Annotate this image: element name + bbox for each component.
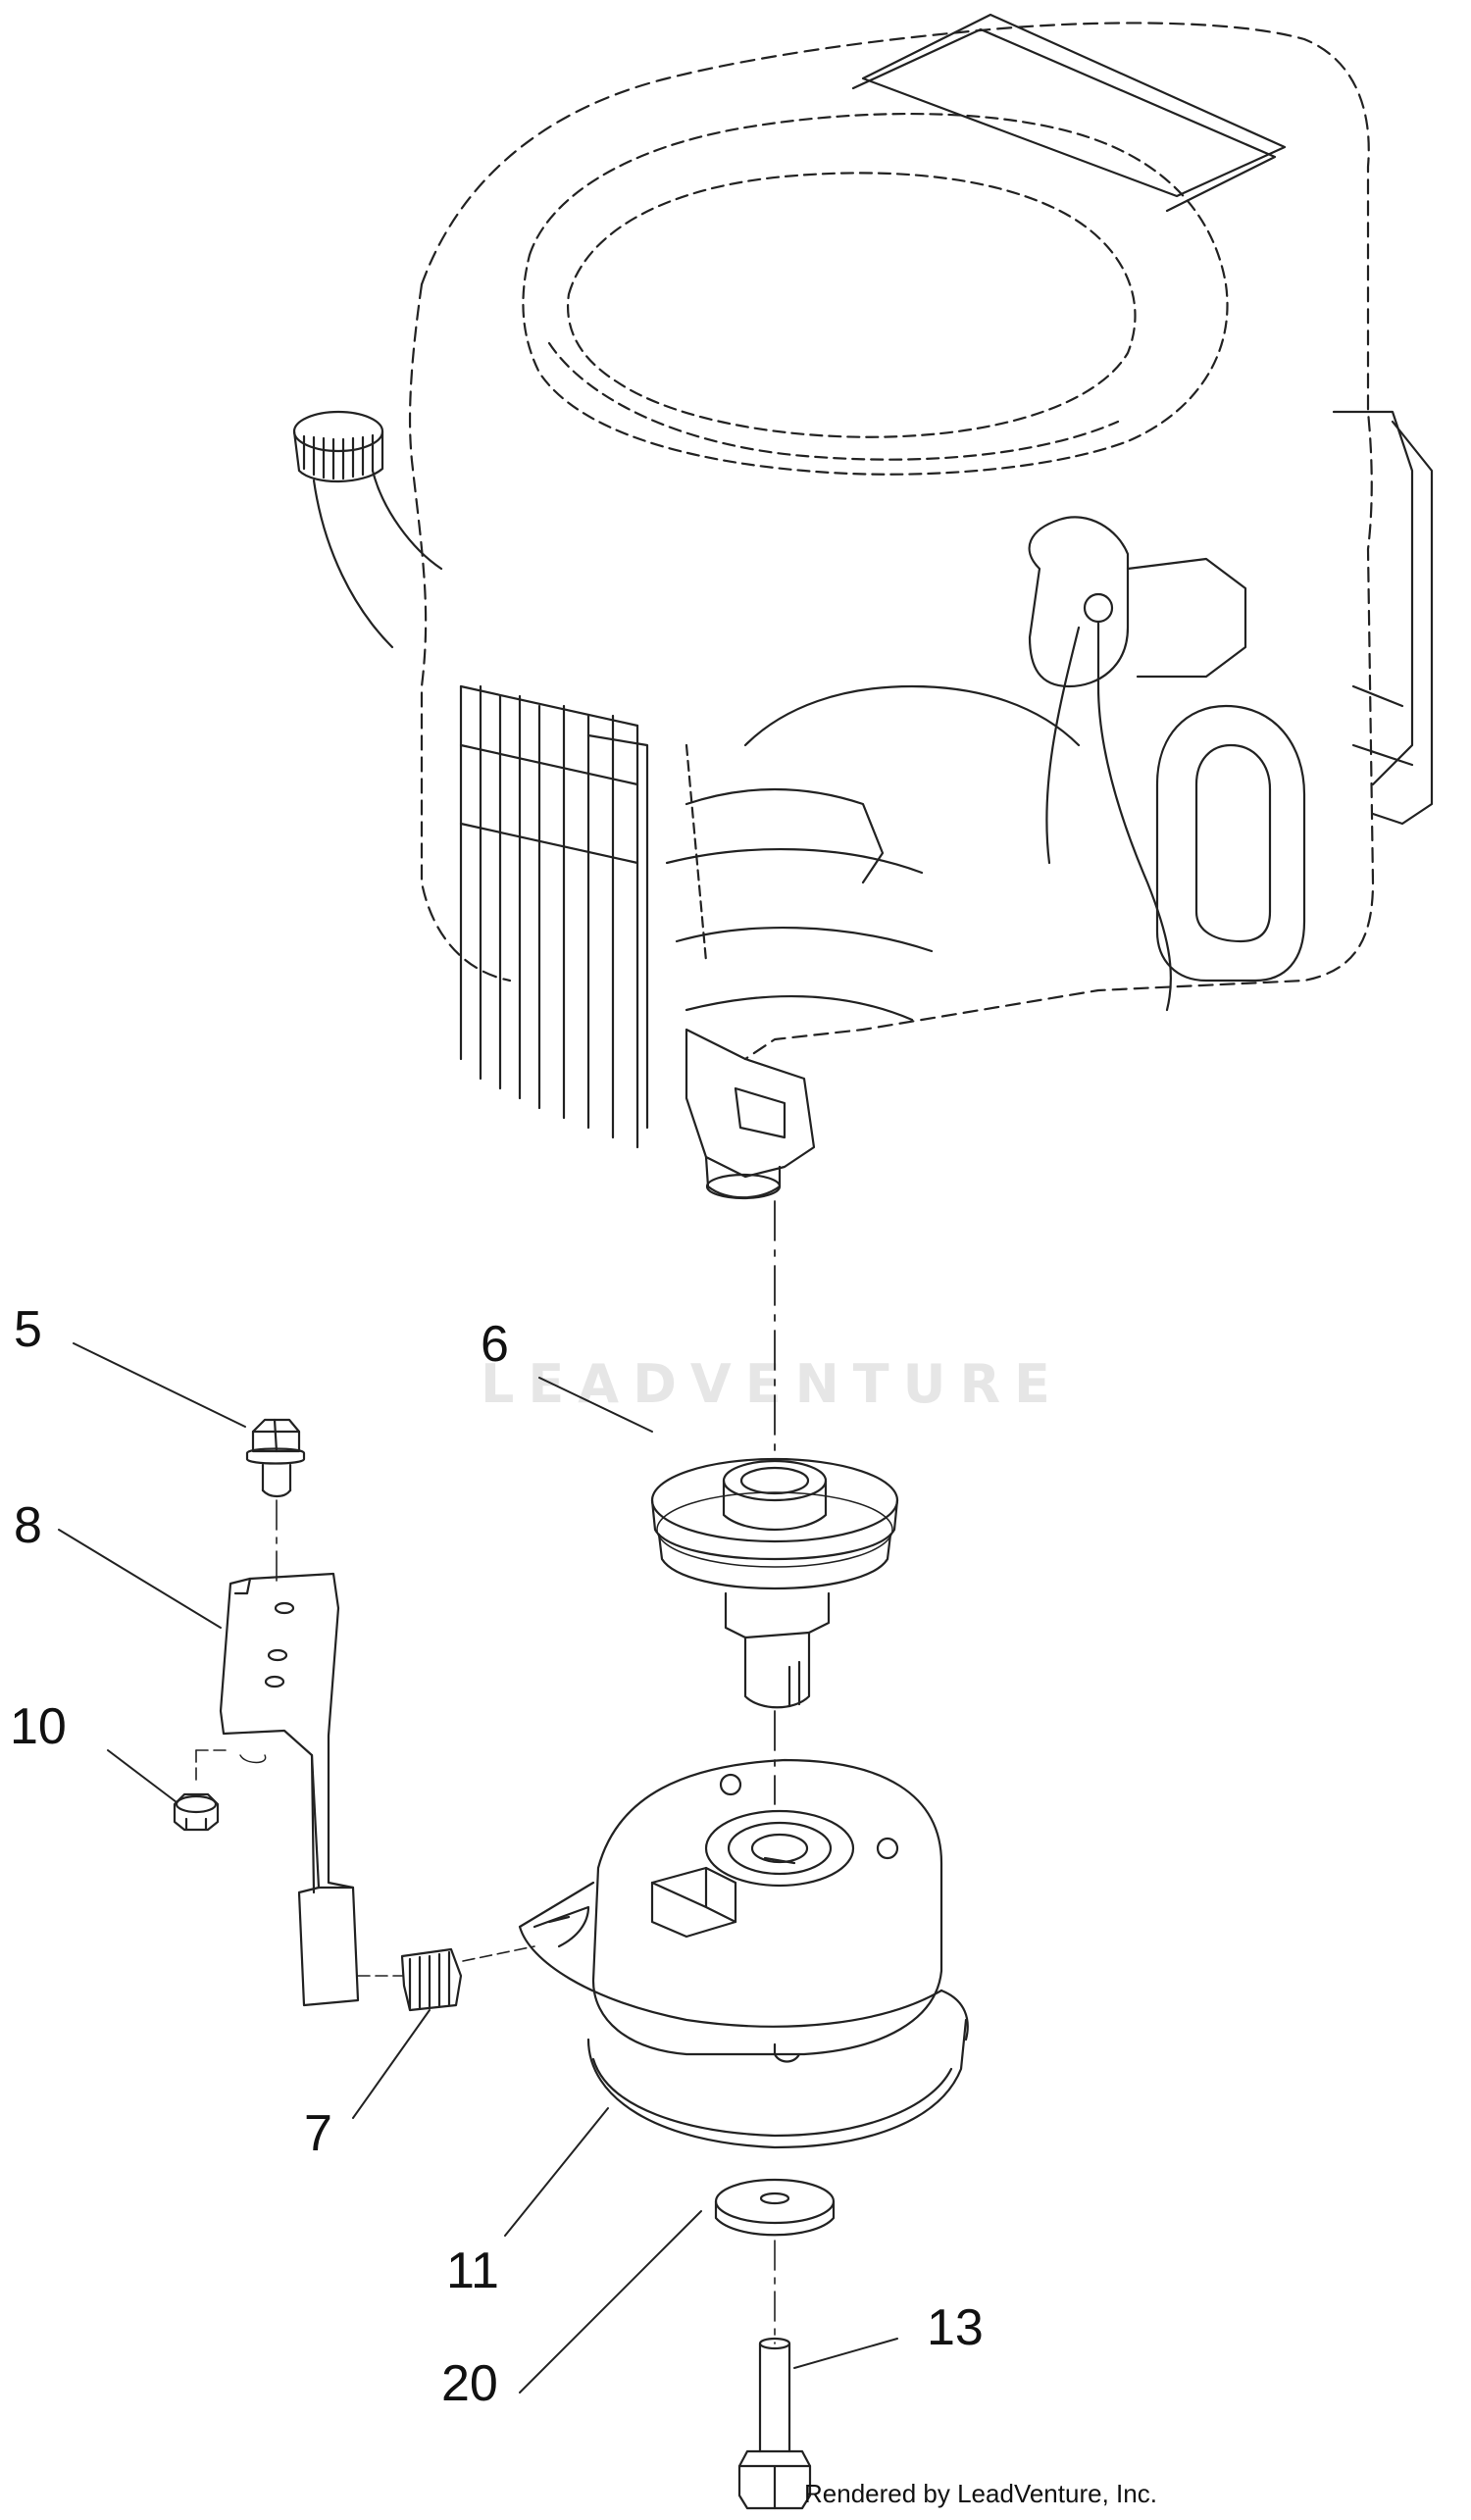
callout-11: 11 [446, 2243, 499, 2299]
engine-cover-dome [522, 113, 1229, 476]
leader-lines [58, 1342, 898, 2394]
engine-label-plate [861, 13, 1287, 198]
leader-11 [504, 2107, 609, 2237]
leader-6 [538, 1377, 653, 1433]
render-credit: Rendered by LeadVenture, Inc. [804, 2479, 1157, 2508]
leader-20 [519, 2210, 702, 2394]
leader-5 [73, 1342, 246, 1428]
callout-10: 10 [10, 1698, 67, 1755]
callout-20: 20 [441, 2355, 498, 2412]
part-7-connector [357, 1945, 535, 2012]
part-10-nut [173, 1792, 220, 1832]
part-8-bracket [195, 1572, 360, 2007]
oil-fill-cap [292, 410, 443, 649]
engine-assembly [292, 13, 1434, 1200]
leader-13 [793, 2338, 898, 2369]
leader-10 [107, 1749, 178, 1803]
engine-crankcase-detail [743, 410, 1434, 1012]
leader-7 [352, 2009, 431, 2119]
watermark-text: LEADVENTURE [481, 1353, 1064, 1415]
callout-13: 13 [927, 2299, 984, 2356]
part-5-bolt [245, 1418, 306, 1589]
engine-cooling-fins [459, 684, 934, 1149]
leader-8 [58, 1529, 222, 1629]
engine-shroud [420, 22, 1375, 1061]
part-13-bolt [737, 2337, 812, 2510]
callout-6: 6 [481, 1316, 509, 1373]
part-11-pto-clutch [518, 1758, 969, 2149]
callout-5: 5 [14, 1301, 42, 1358]
callout-7: 7 [304, 2105, 332, 2162]
part-6-pulley [650, 1457, 899, 1709]
part-20-washer [714, 2178, 836, 2344]
crankshaft-boss [685, 1028, 816, 1200]
callout-8: 8 [14, 1497, 42, 1554]
